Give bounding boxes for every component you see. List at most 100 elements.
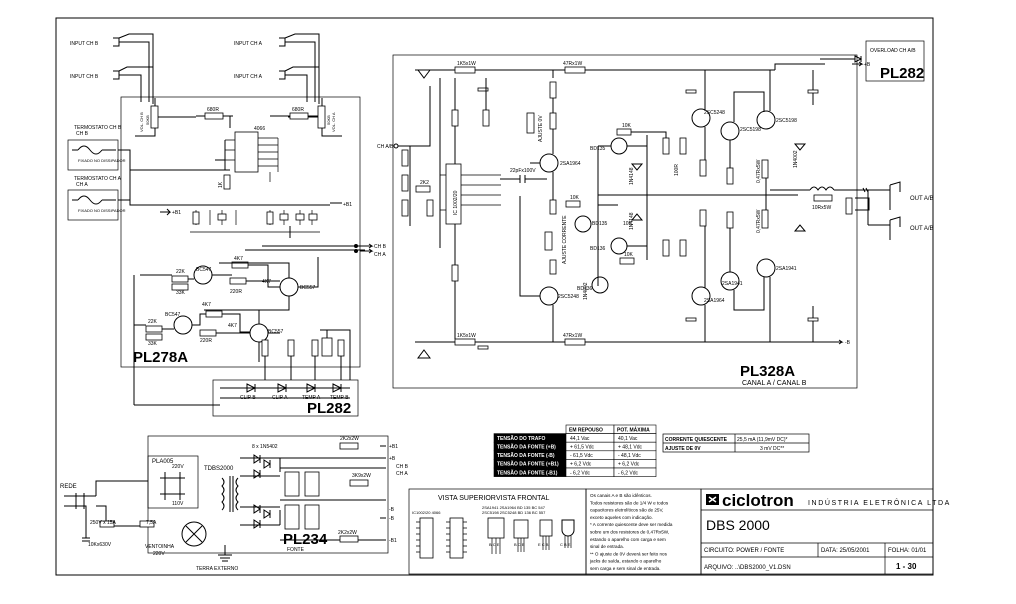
notes-panel: Os canais A e B são idênticos.Todos resi… <box>585 488 702 575</box>
svg-text:10K: 10K <box>623 221 633 227</box>
adjust-current: AJUSTE CORRENTE <box>544 215 568 264</box>
svg-text:PL234: PL234 <box>283 531 328 548</box>
voltage-table-cell: - 6,2 Vdc <box>570 470 591 476</box>
svg-text:22K: 22K <box>176 269 186 275</box>
driver-bd135-mid: BD135 <box>574 215 608 233</box>
transistor-stage-1: BC547 BC557 22K 33K 4K7 220R 4K7 <box>140 256 319 311</box>
svg-text:1N4148: 1N4148 <box>629 167 635 185</box>
fan: VENTOINHA 220V <box>145 521 207 557</box>
svg-text:680R: 680R <box>292 107 304 113</box>
svg-text:IC1002/20 4066: IC1002/20 4066 <box>412 510 441 515</box>
note-line: capacitores eletrolíticos são de 25V, <box>590 508 663 513</box>
svg-text:INPUT CH A: INPUT CH A <box>234 74 263 80</box>
note-line: exceto aqueles com indicação. <box>590 515 653 520</box>
quiescent-table: CORRENTE QUIESCENTE 25,5 mA (11,9mV DC)*… <box>662 433 810 453</box>
ic-4066: 4066 <box>225 126 279 182</box>
svg-text:OVERLOAD CH A/B: OVERLOAD CH A/B <box>870 48 916 54</box>
svg-text:100R: 100R <box>674 164 680 176</box>
svg-text:0,47Rx5W: 0,47Rx5W <box>756 209 762 233</box>
svg-text:-B1: -B1 <box>389 538 397 544</box>
ciclotron-logo-icon <box>706 494 719 505</box>
svg-text:4066: 4066 <box>254 126 265 132</box>
svg-text:CORRENTE QUIESCENTE: CORRENTE QUIESCENTE <box>665 437 728 443</box>
svg-text:2SA1941 2SA1964 BD 135 BC 547: 2SA1941 2SA1964 BD 135 BC 547 <box>482 505 546 510</box>
svg-text:FIXADO NO DISSIPADOR: FIXADO NO DISSIPADOR <box>78 158 126 163</box>
svg-text:REDE: REDE <box>60 484 77 490</box>
svg-text:AJUSTE CORRENTE: AJUSTE CORRENTE <box>562 215 568 264</box>
svg-text:2SA1964: 2SA1964 <box>704 298 725 304</box>
voltage-table-cell: + 61,5 Vdc <box>570 445 595 451</box>
svg-text:INPUT CH B: INPUT CH B <box>70 41 99 47</box>
svg-text:2SA1964: 2SA1964 <box>560 161 581 167</box>
transistor-2sc5248-top: 2SC5248 <box>691 108 725 128</box>
svg-text:VENTOINHA: VENTOINHA <box>145 544 175 550</box>
svg-text:CH A: CH A <box>76 182 88 188</box>
ic-1002-20: IC 1002/20 <box>440 163 501 225</box>
transistor-2sa1964-bot: 2SA1964 <box>691 286 725 306</box>
voltage-table-cell: + 6,2 Vdc <box>570 462 592 468</box>
title-block: ciclotron INDÚSTRIA ELETRÔNICA LTDA DBS … <box>700 488 949 575</box>
svg-text:PLA005: PLA005 <box>152 459 174 465</box>
svg-text:1K5x1W: 1K5x1W <box>457 61 476 67</box>
svg-text:TEMP B: TEMP B <box>330 395 349 401</box>
svg-text:VOL. CH A: VOL. CH A <box>331 112 336 132</box>
voltage-table-header: EM REPOUSO <box>569 427 603 433</box>
svg-text:22pFx100V: 22pFx100V <box>510 168 536 174</box>
svg-text:CH A: CH A <box>374 252 386 258</box>
note-line: Todos resistores são de 1/4 W e todos <box>590 500 669 505</box>
overload-indicator: OVERLOAD CH A/B PL282 <box>820 40 925 82</box>
svg-text:22K: 22K <box>148 319 158 325</box>
svg-text:AJUSTE DE 0V: AJUSTE DE 0V <box>665 446 701 452</box>
svg-text:220R: 220R <box>230 289 242 295</box>
svg-text:2K2x2W: 2K2x2W <box>340 436 359 442</box>
svg-text:3 mV DC**: 3 mV DC** <box>760 446 784 452</box>
svg-text:2SC5198: 2SC5198 <box>776 118 797 124</box>
svg-text:7,5A: 7,5A <box>146 520 157 526</box>
svg-text:10Kx630V: 10Kx630V <box>88 542 112 548</box>
svg-text:+B1: +B1 <box>172 210 181 216</box>
svg-text:110V: 110V <box>172 501 184 507</box>
note-line: ** O ajuste de 0V deverá ser feito nos <box>590 551 668 556</box>
model-name: DBS 2000 <box>706 517 770 533</box>
svg-text:TDBS2000: TDBS2000 <box>204 466 234 472</box>
svg-text:50KB: 50KB <box>326 115 331 125</box>
svg-text:4K7: 4K7 <box>262 279 271 285</box>
svg-text:10K: 10K <box>624 252 634 258</box>
svg-text:2SC5248: 2SC5248 <box>704 110 725 116</box>
svg-text:PL282: PL282 <box>307 400 351 417</box>
psu-board: PLA005 220V 110V TDBS2000 8 x 1N5402 2K2… <box>60 435 409 572</box>
voltage-table-cell: 40,1 Vac <box>618 436 638 442</box>
note-line: * A corrente quiescente deve ser medida <box>590 522 673 527</box>
svg-text:-B: -B <box>389 507 395 513</box>
date-field: DATA: 25/05/2001 <box>821 548 870 554</box>
svg-text:10K: 10K <box>622 123 632 129</box>
thermostat-cha: TERMOSTATO CH A CH A FIXADO NO DISSIPADO… <box>67 176 126 221</box>
voltage-table-cell: TENSÃO DA FONTE (-B1) <box>497 469 558 476</box>
svg-text:25,5 mA (11,9mV DC)*: 25,5 mA (11,9mV DC)* <box>737 437 788 443</box>
svg-text:3K9x2W: 3K9x2W <box>352 473 371 479</box>
page-number: 1 - 30 <box>896 562 917 571</box>
voltage-table-cell: + 6,2 Vdc <box>618 462 640 468</box>
voltage-table-cell: TENSÃO DO TRAFO <box>497 435 545 442</box>
svg-text:1N4002: 1N4002 <box>583 282 589 300</box>
svg-text:BC547: BC547 <box>165 312 181 318</box>
circuit-field: CIRCUITO: POWER / FONTE <box>704 548 784 554</box>
transistor-2sa1941-right: 2SA1941 <box>756 258 797 278</box>
svg-text:CLIP A: CLIP A <box>272 395 288 401</box>
svg-text:+B1: +B1 <box>389 444 398 450</box>
note-line: jacks de saída, estando o aparelho <box>589 559 662 564</box>
preamp-board: VOL. CH B 50KB VOL. CH A 50KB 680R 680R … <box>67 96 387 405</box>
svg-text:E C B: E C B <box>538 542 549 547</box>
svg-text:VISTA SUPERIOR: VISTA SUPERIOR <box>438 495 496 502</box>
svg-text:220V: 220V <box>172 464 184 470</box>
svg-text:+B: +B <box>864 62 871 68</box>
svg-text:680R: 680R <box>207 107 219 113</box>
input-jacks: INPUT CH B INPUT CH B INPUT CH A INPUT C… <box>70 33 320 104</box>
file-field: ARQUIVO: ..\DBS2000_V1.DSN <box>704 565 791 571</box>
led-temp-b: TEMP B <box>330 383 349 401</box>
input-jack-chb-2: INPUT CH B <box>70 66 153 102</box>
svg-text:220R: 220R <box>200 338 212 344</box>
svg-text:C B E: C B E <box>560 542 571 547</box>
svg-text:1K5x1W: 1K5x1W <box>457 333 476 339</box>
